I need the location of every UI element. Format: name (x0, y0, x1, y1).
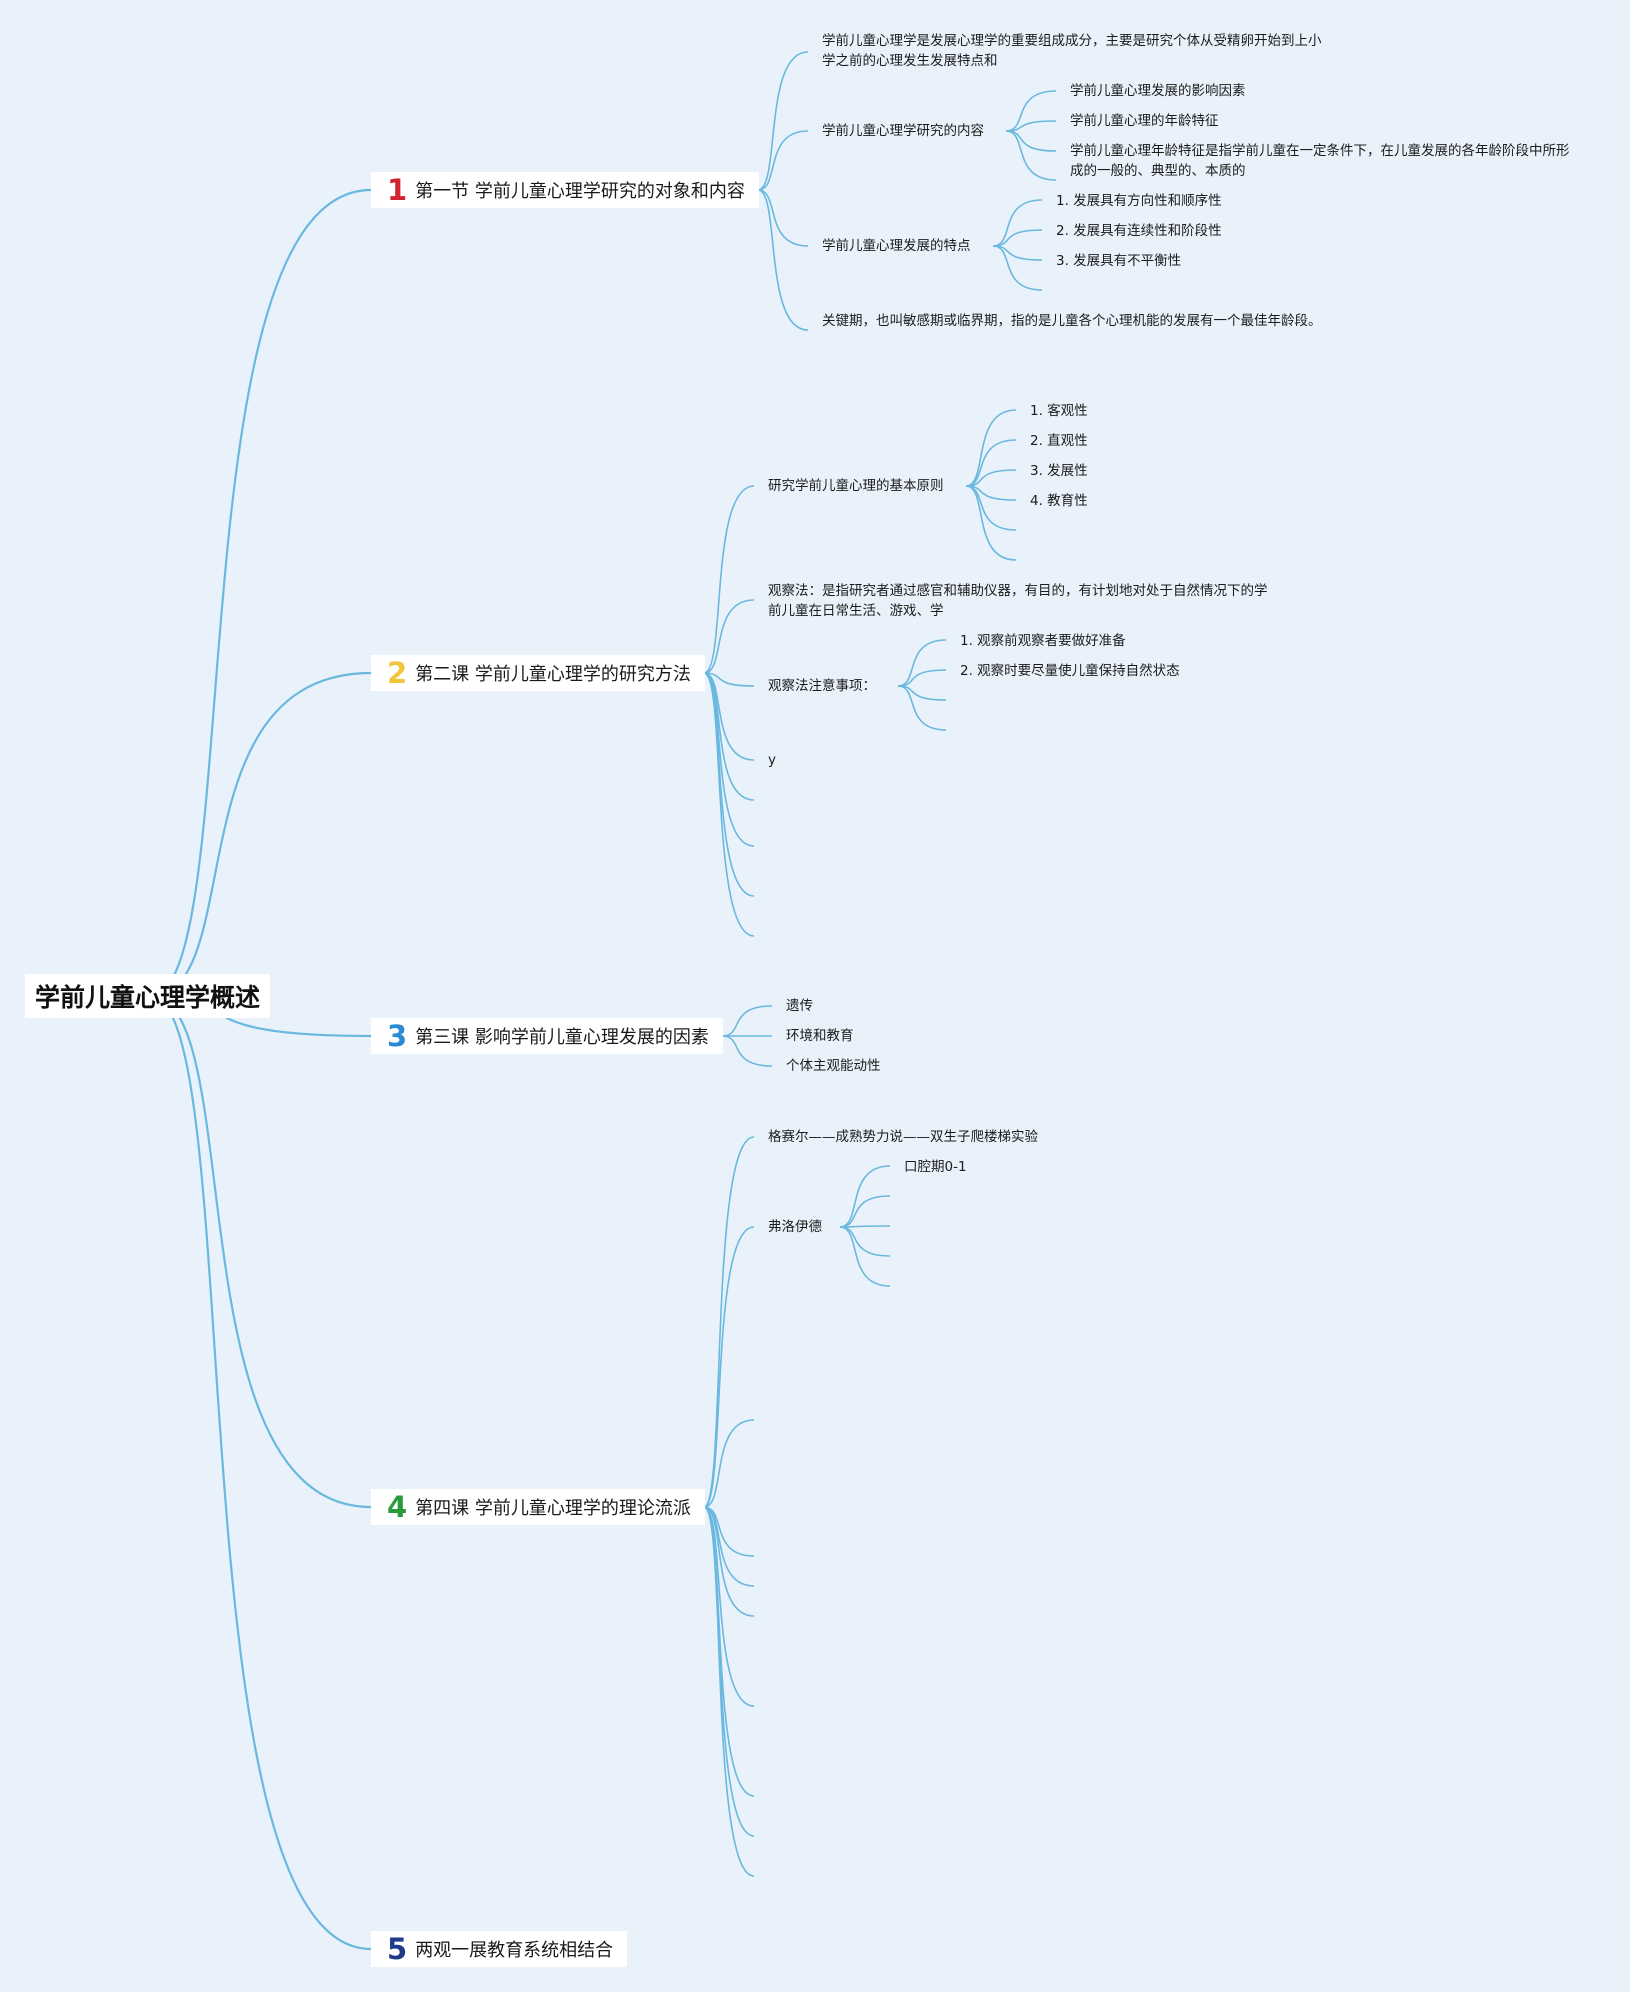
link-t1-branch-1 (757, 51, 809, 191)
link-t4-branch-1 (703, 1136, 755, 1508)
topic-5[interactable]: 5 两观一展教育系统相结合 (371, 1931, 628, 1967)
link-t2-principle-6 (965, 485, 1017, 561)
link-t4-freud-5 (839, 1226, 891, 1287)
t1-feature-item-3[interactable]: 3. 发展具有不平衡性 (1056, 253, 1182, 269)
t4-freud-item-1[interactable]: 口腔期0-1 (904, 1159, 967, 1175)
topic-4[interactable]: 4 第四课 学前儿童心理学的理论流派 (371, 1489, 705, 1525)
link-t4-branch-3 (703, 1419, 755, 1508)
link-t3-branch-3 (721, 1035, 773, 1067)
link-t3-branch-1 (721, 1005, 773, 1037)
t3-item-2[interactable]: 环境和教育 (786, 1028, 854, 1044)
link-t4-branch-7 (703, 1506, 755, 1707)
topic-3-label: 第三课 影响学前儿童心理发展的因素 (415, 1027, 709, 1048)
topic-4-label: 第四课 学前儿童心理学的理论流派 (415, 1498, 691, 1519)
topic-2[interactable]: 2 第二课 学前儿童心理学的研究方法 (371, 655, 705, 691)
topic-3-number: 3 (387, 1018, 408, 1053)
link-t1-feature-2 (992, 229, 1043, 247)
link-t1-feature-4 (992, 245, 1043, 291)
link-t4-freud-3 (839, 1225, 891, 1228)
t2-principles-label[interactable]: 研究学前儿童心理的基本原则 (768, 478, 944, 494)
topic-2-number: 2 (387, 655, 408, 690)
link-t4-branch-8 (703, 1506, 755, 1797)
t2-principle-1[interactable]: 1. 客观性 (1030, 403, 1088, 419)
link-t2-note-4 (897, 685, 947, 731)
link-t1-content-4 (1005, 130, 1057, 181)
link-t2-note-2 (897, 669, 947, 687)
t2-principle-3[interactable]: 3. 发展性 (1030, 463, 1088, 479)
link-t1-branch-3 (757, 189, 809, 247)
link-root-topic-1 (149, 188, 372, 998)
topic-4-number: 4 (387, 1489, 408, 1524)
t2-note-2[interactable]: 2. 观察时要尽量使儿童保持自然状态 (960, 663, 1180, 679)
t3-item-3[interactable]: 个体主观能动性 (786, 1058, 881, 1074)
topic-5-label: 两观一展教育系统相结合 (415, 1940, 614, 1961)
topic-2-label: 第二课 学前儿童心理学的研究方法 (415, 664, 691, 685)
link-t2-branch-7 (703, 672, 755, 897)
t2-principle-2[interactable]: 2. 直观性 (1030, 433, 1088, 449)
link-t1-branch-4 (757, 189, 809, 331)
link-t4-branch-10 (703, 1506, 755, 1877)
link-root-topic-4 (149, 994, 372, 1509)
root-label: 学前儿童心理学概述 (34, 983, 260, 1012)
t1-content-item-2[interactable]: 学前儿童心理的年龄特征 (1070, 113, 1219, 129)
t3-item-1[interactable]: 遗传 (786, 998, 813, 1014)
link-t2-branch-5 (703, 672, 755, 801)
link-t1-content-1 (1005, 90, 1057, 132)
topic-5-number: 5 (387, 1931, 408, 1966)
link-t2-principle-2 (965, 439, 1017, 487)
link-t4-branch-6 (703, 1506, 755, 1617)
t1-critical-period[interactable]: 关键期，也叫敏感期或临界期，指的是儿童各个心理机能的发展有一个最佳年龄段。 (822, 313, 1322, 329)
t1-content-label[interactable]: 学前儿童心理学研究的内容 (822, 123, 984, 139)
link-t2-principle-3 (965, 469, 1017, 487)
link-root-topic-5 (149, 994, 372, 1951)
t2-principle-4[interactable]: 4. 教育性 (1030, 493, 1088, 509)
root-topic[interactable]: 学前儿童心理学概述 (25, 974, 270, 1018)
link-t2-branch-2 (703, 599, 755, 674)
t1-content-item-1[interactable]: 学前儿童心理发展的影响因素 (1070, 83, 1246, 99)
link-t2-branch-8 (703, 672, 755, 937)
link-t1-branch-2 (757, 130, 809, 191)
t1-feature-item-1[interactable]: 1. 发展具有方向性和顺序性 (1056, 193, 1222, 209)
t1-feature-item-2[interactable]: 2. 发展具有连续性和阶段性 (1056, 223, 1222, 239)
link-t4-branch-2 (703, 1226, 755, 1508)
link-t1-feature-1 (992, 199, 1043, 247)
t4-gesell[interactable]: 格赛尔——成熟势力说——双生子爬楼梯实验 (768, 1129, 1038, 1145)
link-t2-principle-1 (965, 409, 1017, 487)
t2-notes-label[interactable]: 观察法注意事项： (768, 678, 876, 694)
link-t2-principle-5 (965, 485, 1017, 531)
link-t2-note-1 (897, 639, 947, 687)
t2-y[interactable]: y (768, 752, 776, 768)
link-t2-branch-1 (703, 485, 755, 674)
link-t4-freud-2 (839, 1195, 891, 1228)
topic-1[interactable]: 1 第一节 学前儿童心理学研究的对象和内容 (371, 172, 759, 208)
topic-3[interactable]: 3 第三课 影响学前儿童心理发展的因素 (371, 1018, 723, 1054)
topic-1-label: 第一节 学前儿童心理学研究的对象和内容 (415, 181, 745, 202)
t2-note-1[interactable]: 1. 观察前观察者要做好准备 (960, 633, 1126, 649)
link-t1-content-2 (1005, 120, 1057, 132)
t4-freud-label[interactable]: 弗洛伊德 (768, 1219, 822, 1235)
t1-features-label[interactable]: 学前儿童心理发展的特点 (822, 238, 971, 254)
link-t4-freud-1 (839, 1165, 891, 1228)
link-t2-branch-3 (703, 672, 755, 687)
t1-content-item-3[interactable]: 学前儿童心理年龄特征是指学前儿童在一定条件下，在儿童发展的各年龄阶段中所形成的一… (1070, 143, 1570, 179)
t1-definition[interactable]: 学前儿童心理学是发展心理学的重要组成成分，主要是研究个体从受精卵开始到上小学之前… (822, 33, 1322, 69)
t2-observation[interactable]: 观察法：是指研究者通过感官和辅助仪器，有目的，有计划地对处于自然情况下的学前儿童… (768, 583, 1268, 619)
topic-1-number: 1 (387, 172, 408, 207)
